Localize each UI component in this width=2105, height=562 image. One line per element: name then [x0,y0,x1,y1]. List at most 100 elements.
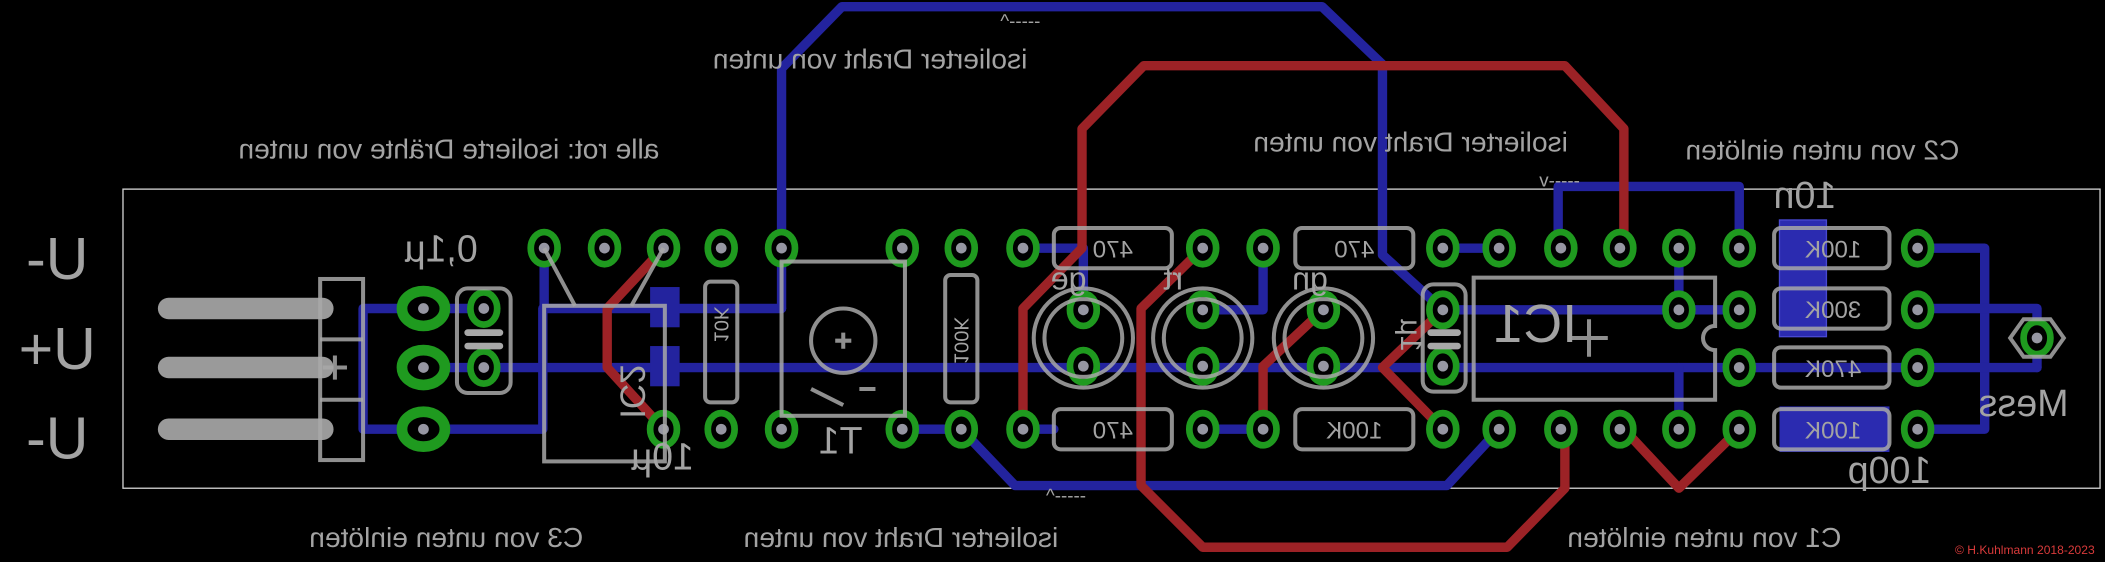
smd-c2 [1778,219,1828,338]
label-r-470k: 470K [1805,356,1861,383]
pad-hole [1733,304,1745,316]
pad-hole [715,242,727,254]
pad-hole [1673,242,1685,254]
pad-hole [896,423,908,435]
label-r-470-c: 470 [1093,418,1133,445]
pad-hole [1912,362,1923,373]
label-led-rt: rt [1163,261,1183,297]
pad-hole [1077,304,1089,316]
marker-wire-mid: -----v [1539,169,1580,190]
label-led-ge: ge [1051,261,1087,297]
pad-hole [1912,423,1923,435]
label-led-gn: gn [1292,261,1328,297]
pad-hole [1912,304,1923,316]
terminal-label-top: U- [26,226,88,292]
label-c1-value: 100p [1848,449,1932,491]
marker-wire-bottom: -----^ [1046,485,1086,506]
label-r-300k: 300K [1805,297,1861,324]
r-10k-outline [703,279,740,405]
terminal-label-bottom: U- [26,406,88,472]
label-r-470-b: 470 [1334,237,1374,264]
label-mess: Mess [1979,382,2069,424]
labels: U- U+ U- alle rot: isolierte Drähte von … [19,10,2095,557]
terminal-pins [157,297,334,440]
pad-hole [955,242,967,254]
pad-hole [1017,423,1029,435]
pad-hole [1197,304,1209,316]
terminal-block [318,276,366,463]
pad-hole [896,242,908,254]
led-outlines [1031,286,1376,390]
trace-c2-bridge [1553,181,1744,253]
pad-hole [1197,242,1209,254]
trace-wire-bottom [897,424,1504,491]
note-wire-top: isolierter Draht von unten [713,43,1028,74]
label-c3-value: 0,1µ [404,228,478,270]
wire-red-ic2 [602,243,669,434]
pad-hole [1318,304,1329,316]
label-ic1: IC1 [1494,294,1577,354]
pad-hole [1437,242,1449,254]
smd-c1 [1779,406,1890,453]
pad-hole [1733,242,1745,254]
pad-hole [1437,423,1449,435]
note-c1: C1 von unten einlöten [1567,522,1841,553]
pad-hole [955,423,967,435]
pad-hole [1614,423,1626,435]
c-1u-outline [1420,282,1468,394]
trace-left-frame [358,303,787,434]
pad-hole [1733,423,1745,435]
pad-hole [776,242,787,254]
pad-hole [1493,423,1505,435]
pad-hole [1673,423,1685,435]
mess-outline [2007,317,2067,359]
pad-hole [418,362,429,373]
note-wire-mid: isolierter Draht von unten [1253,127,1568,158]
label-r-100k-mid: 100K [1326,418,1382,445]
label-c-1u: 1µ [1394,319,1427,352]
pad-hole [418,423,429,435]
pad-hole [1555,423,1567,435]
pad-hole [1017,242,1029,254]
trace-right-loop [1912,243,1990,434]
pad-hole [1673,304,1685,316]
pad-hole [418,303,429,314]
pad-hole [599,242,610,254]
pad-hole [1197,360,1209,372]
wire-red-top [1018,61,1629,434]
ic1-outline [1471,275,1718,402]
silkscreen [157,226,2067,464]
pad-hole [478,303,490,314]
pad-hole [1614,242,1626,254]
note-wire-bottom: isolierter Draht von unten [744,522,1059,553]
note-all-red: alle rot: isolierte Drähte von unten [238,133,659,164]
label-ic2: IC2 [613,365,652,419]
pad-hole [1318,360,1329,372]
resistor-outlines [1051,226,1892,452]
pad-hole [1493,242,1505,254]
pad-hole [715,423,727,435]
label-r-100k-vert: 100K [950,317,972,365]
pad-hole [1197,423,1209,435]
pad-hole [1437,304,1449,316]
pad-hole [1077,360,1089,372]
wire-red-bottom [1136,243,1570,552]
wire-red-v [1619,424,1744,493]
label-r-10k: 10K [709,306,731,342]
wire-red-gn [1258,305,1329,434]
pad-hole [1733,362,1745,373]
terminal-label-middle: U+ [19,316,96,382]
trace-wire-top [776,2,1448,315]
pads [396,228,2054,453]
pad-hole [776,423,787,435]
c3-outline [454,286,513,396]
pad-hole [1257,242,1269,254]
pad-hole [1257,423,1269,435]
ic2-outline [542,303,667,464]
r-100k-outline [943,272,980,405]
trace-rt [1198,243,1268,315]
t1-outline [779,259,907,418]
pad-hole [478,362,490,373]
label-c2-value: 10n [1774,174,1837,216]
